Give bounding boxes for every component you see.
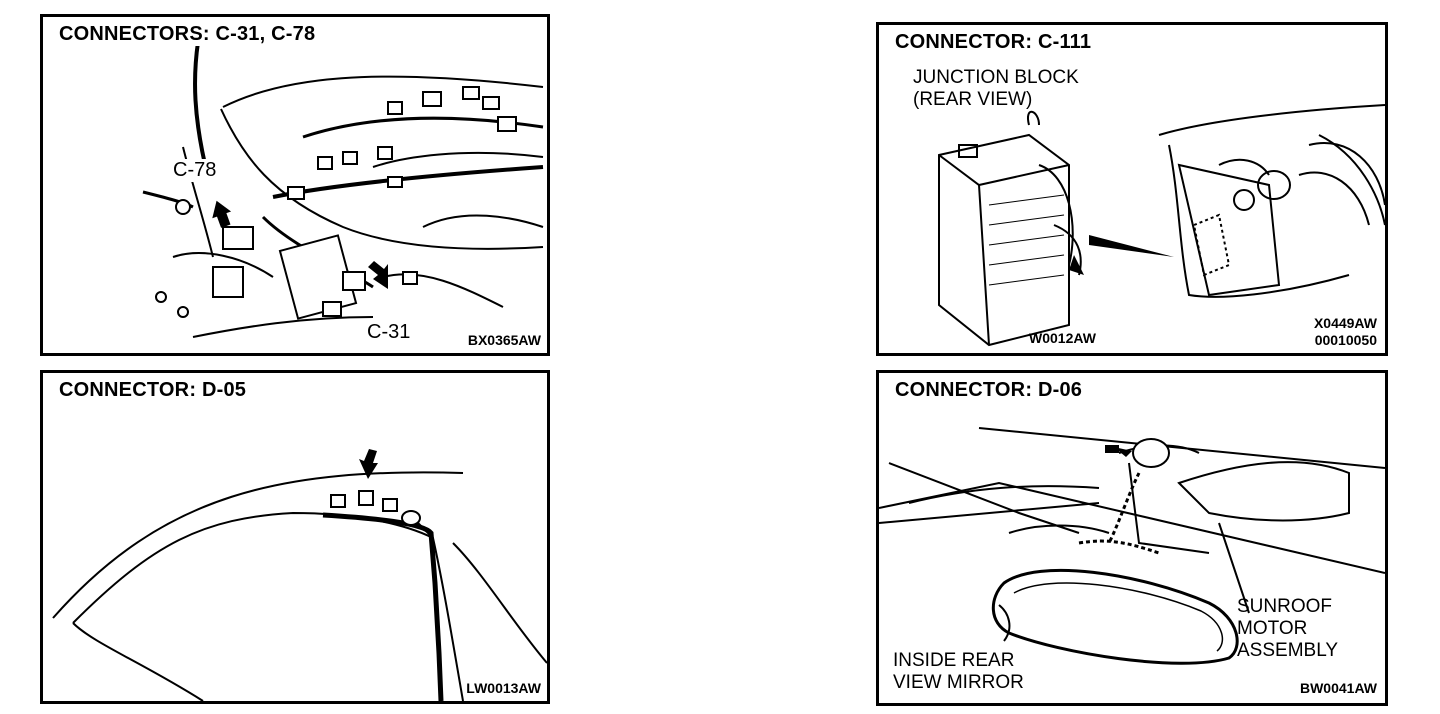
figure-code-left: W0012AW xyxy=(1029,330,1096,346)
callout-c31: C-31 xyxy=(365,321,413,344)
roof-headliner-illustration xyxy=(52,449,547,701)
panel-title: CONNECTOR: D-06 xyxy=(895,379,1087,402)
panel-title: CONNECTOR: D-05 xyxy=(59,379,251,402)
panel-connector-d05: CONNECTOR: D-05 LW0013AW xyxy=(40,370,550,704)
panel-title: CONNECTORS: C-31, C-78 xyxy=(59,23,320,46)
mirror-label-line2: VIEW MIRROR xyxy=(893,672,1024,693)
panel-connector-d06: CONNECTOR: D-06 SUNROOF MOTOR ASSEMBLY I… xyxy=(876,370,1388,706)
mirror-label: INSIDE REAR VIEW MIRROR xyxy=(893,650,1024,694)
junction-block-label: JUNCTION BLOCK (REAR VIEW) xyxy=(913,67,1079,111)
figure-code-right-line1: X0449AW xyxy=(1313,315,1377,331)
dashboard-wiring-illustration xyxy=(142,41,544,338)
junction-block-illustration xyxy=(938,104,1385,347)
figure-code: LW0013AW xyxy=(466,680,541,696)
sunroof-label-line2: MOTOR xyxy=(1237,618,1308,639)
figure-code: BX0365AW xyxy=(467,332,541,348)
figure-code: BW0041AW xyxy=(1299,680,1377,696)
figure-code-right-line2: 00010050 xyxy=(1314,332,1377,348)
junction-block-label-line2: (REAR VIEW) xyxy=(913,89,1033,110)
panel-connector-c111: CONNECTOR: C-111 JUNCTION BLOCK (REAR VI… xyxy=(876,22,1388,356)
mirror-label-line1: INSIDE REAR xyxy=(893,650,1015,671)
panel-connectors-c31-c78: CONNECTORS: C-31, C-78 C-78 C-31 BX0365A… xyxy=(40,14,550,356)
junction-block-label-line1: JUNCTION BLOCK xyxy=(913,67,1079,88)
panel-title: CONNECTOR: C-111 xyxy=(895,31,1096,54)
sunroof-mirror-illustration xyxy=(879,427,1385,665)
sunroof-label-line1: SUNROOF xyxy=(1237,596,1332,617)
figure-code-right: X0449AW 00010050 xyxy=(1314,315,1377,349)
sunroof-motor-label: SUNROOF MOTOR ASSEMBLY xyxy=(1237,596,1338,662)
sunroof-label-line3: ASSEMBLY xyxy=(1237,640,1339,661)
callout-c78: C-78 xyxy=(171,159,219,182)
